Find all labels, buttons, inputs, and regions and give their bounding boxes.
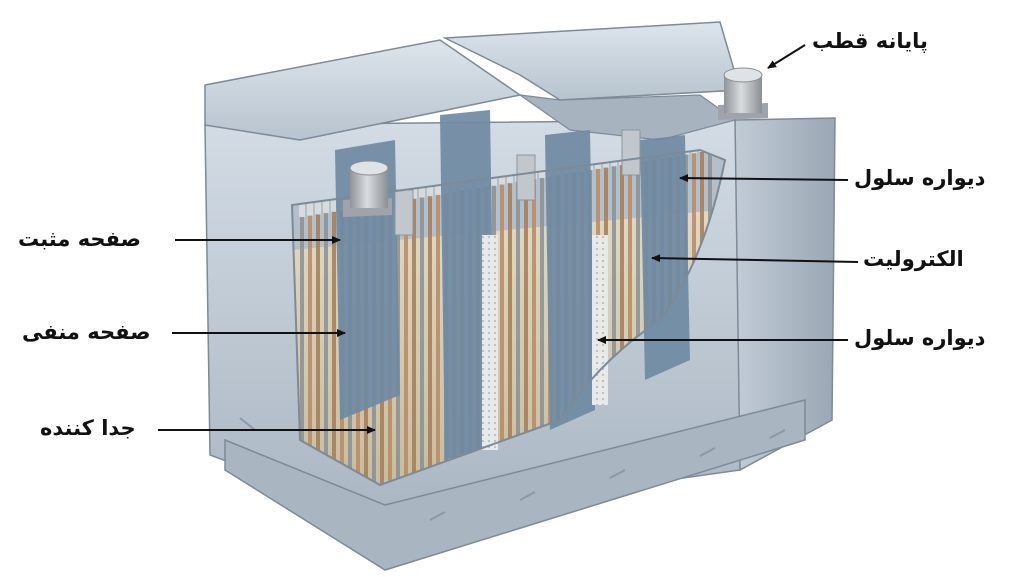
callout-arrows [158, 44, 859, 434]
battery-plate [516, 179, 520, 470]
arrow-electrolyte [651, 254, 859, 263]
lid-right [442, 21, 741, 101]
cut-edge [290, 148, 727, 487]
lid-strap [519, 94, 737, 141]
battery-plate [508, 181, 512, 472]
plate-top [299, 193, 305, 217]
battery-plate [436, 192, 440, 483]
plate-top [307, 191, 313, 216]
label-positive-plate: صفحه مثبت [18, 227, 141, 251]
cell-wall-board-3 [545, 130, 595, 430]
battery-plate [532, 177, 536, 468]
label-negative-plate: صفحه منفی [22, 320, 151, 344]
label-electrolyte: الکترولیت [863, 247, 964, 271]
battery-plate [316, 212, 320, 485]
battery-plate [428, 194, 432, 485]
plate-tabs [394, 129, 641, 236]
battery-plate [300, 215, 304, 485]
label-separator: جدا کننده [40, 416, 136, 440]
label-terminal: پایانه قطب [812, 29, 928, 53]
arrow-terminal [767, 44, 806, 69]
battery-plate [540, 176, 544, 466]
battery-plate [620, 163, 624, 453]
lid-left [204, 39, 522, 141]
battery-plate [524, 178, 528, 469]
battery-plate [404, 198, 408, 485]
base-ribs [239, 417, 786, 521]
separator-strip-1 [482, 235, 498, 450]
label-cell-wall-bottom: دیواره سلول [854, 326, 986, 350]
terminal-right [718, 67, 768, 120]
arrow-cell-wall-top [679, 174, 849, 183]
battery-plate [636, 160, 640, 451]
case-base [224, 399, 806, 571]
battery-plate [612, 164, 616, 455]
battery-plate [412, 196, 416, 485]
battery-plate [332, 209, 336, 485]
separator-strip-2 [592, 235, 608, 405]
battery-plate [500, 182, 504, 473]
battery-plate [628, 161, 632, 452]
battery-plate [420, 195, 424, 485]
battery-plate [324, 211, 328, 485]
label-cell-wall-top: دیواره سلول [854, 166, 986, 190]
battery-plate [308, 213, 312, 485]
terminal-left [343, 160, 392, 217]
cell-wall-board-2 [440, 110, 495, 460]
